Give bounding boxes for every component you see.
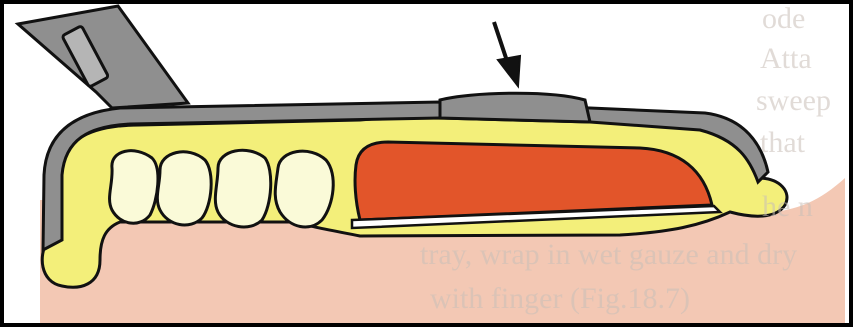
- tray-stop: [440, 93, 590, 122]
- tooth-1: [110, 151, 158, 224]
- pressure-arrow-head: [498, 56, 520, 86]
- tooth-3: [215, 150, 270, 227]
- page-margin: [0, 160, 40, 327]
- tooth-2: [157, 152, 211, 225]
- tray-handle: [18, 6, 188, 108]
- tooth-4: [275, 151, 333, 227]
